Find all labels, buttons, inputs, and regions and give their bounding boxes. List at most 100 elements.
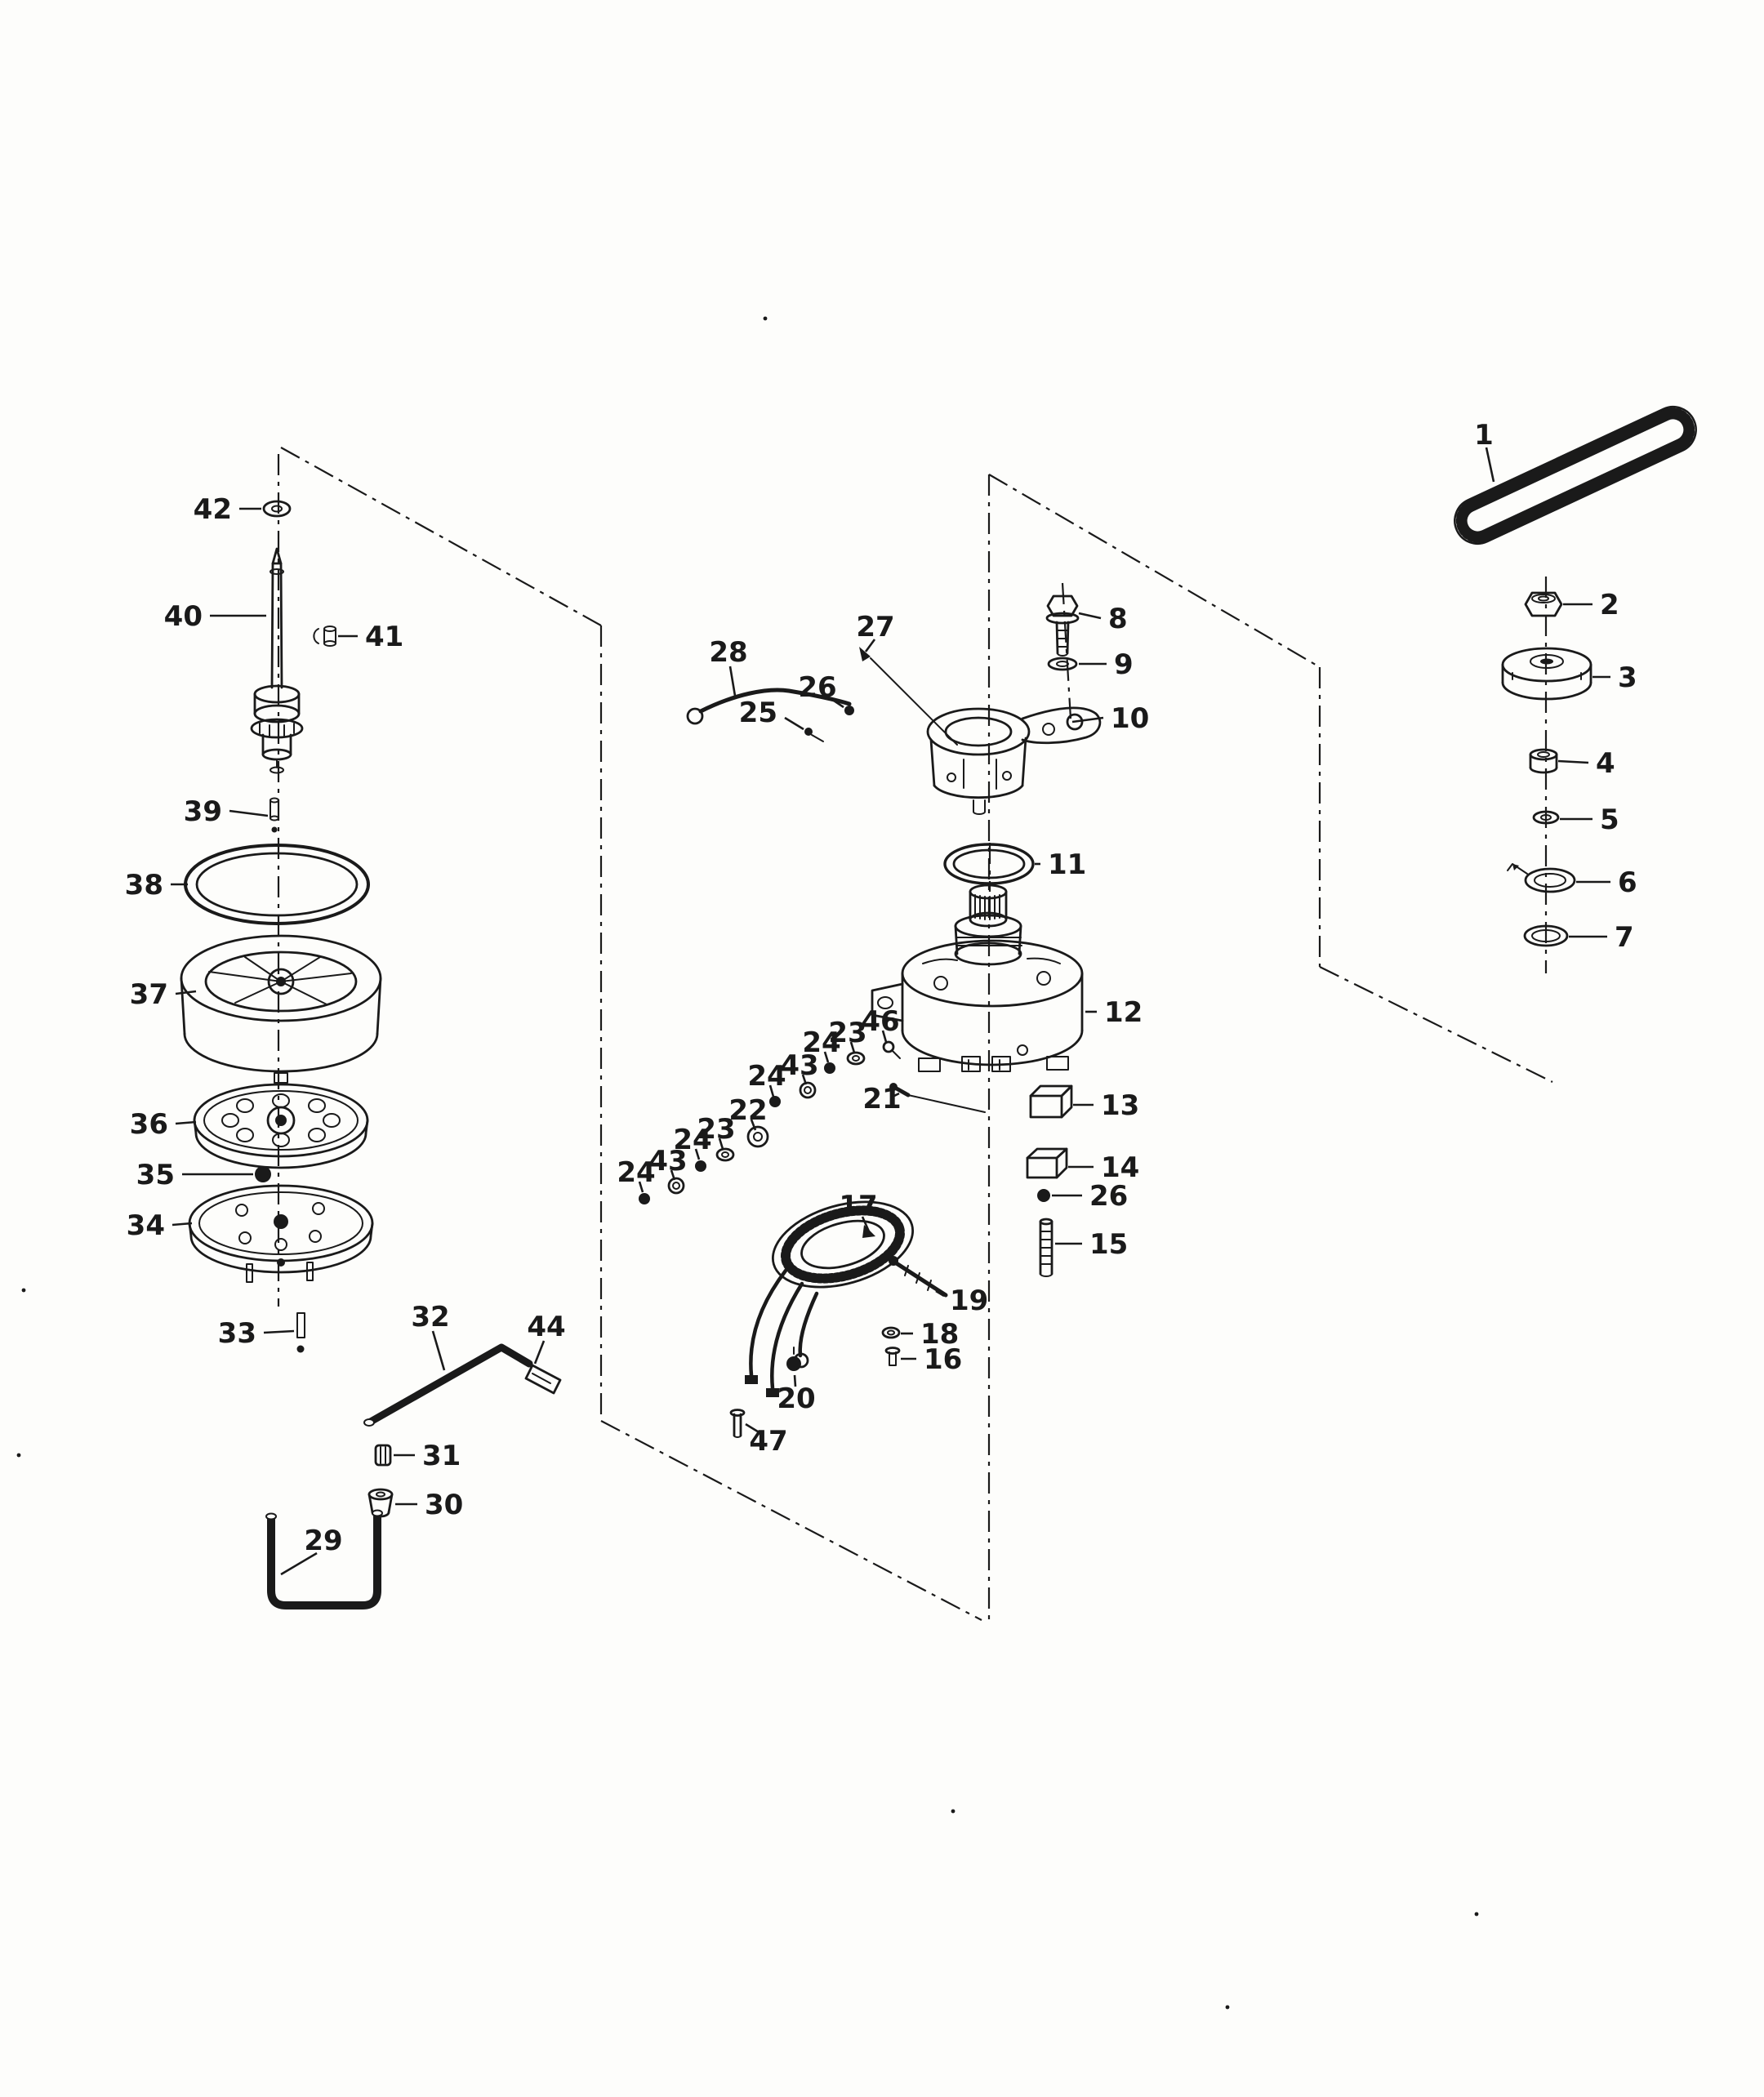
callout-42: 42 [194, 493, 261, 526]
callout-leader-line [670, 1169, 676, 1181]
part-number-label: 24 [673, 1124, 711, 1156]
callout-12: 12 [1085, 996, 1143, 1029]
part-number-label: 19 [950, 1284, 988, 1317]
part-number-label: 12 [1104, 996, 1143, 1029]
callout-3: 3 [1592, 661, 1637, 694]
part-number-label: 3 [1618, 661, 1637, 694]
callout-leader-line [826, 694, 844, 709]
part-number-label: 43 [648, 1145, 687, 1178]
part-6-lock-ring [1507, 863, 1576, 893]
part-33-dowel-pin [296, 1312, 305, 1353]
part-42-washer [262, 500, 292, 518]
part-number-label: 29 [304, 1525, 342, 1557]
callout-24d: 24 [617, 1156, 656, 1193]
callout-5: 5 [1560, 804, 1619, 836]
part-number-label: 38 [125, 869, 163, 902]
callout-2: 2 [1563, 589, 1619, 621]
part-number-label: 24 [617, 1156, 655, 1189]
callout-33: 33 [218, 1317, 295, 1350]
part-number-label: 9 [1114, 648, 1134, 681]
callout-1: 1 [1474, 419, 1495, 483]
part-10-swivel-bracket [926, 706, 1102, 815]
callout-leader-line [935, 1289, 945, 1298]
callout-25: 25 [739, 697, 804, 731]
part-21-pivot-pin [889, 1083, 986, 1113]
part-34-base-plate [188, 1184, 374, 1283]
callout-10: 10 [1071, 702, 1149, 735]
part-number-label: 47 [749, 1425, 787, 1458]
part-number-label: 10 [1111, 702, 1149, 735]
part-number-label: 1 [1474, 419, 1494, 452]
part-number-label: 46 [861, 1005, 899, 1038]
callout-leader-line [728, 666, 737, 697]
callout-24b: 24 [747, 1060, 786, 1097]
callout-9: 9 [1079, 648, 1134, 681]
part-number-label: 42 [194, 493, 232, 526]
callout-37: 37 [130, 978, 197, 1011]
callout-7: 7 [1569, 921, 1634, 954]
part-11-o-ring-seal [943, 843, 1035, 885]
part-27-pin [859, 647, 958, 746]
part-8-hex-bolt [1045, 594, 1080, 657]
callout-29: 29 [280, 1525, 343, 1576]
callout-46: 46 [861, 1005, 900, 1043]
callout-leader-line [172, 1222, 193, 1227]
callout-32: 32 [411, 1301, 450, 1371]
callout-leader-line [750, 1119, 757, 1131]
part-number-label: 32 [411, 1301, 449, 1333]
part-31-clip [374, 1444, 392, 1467]
callout-leader-line [823, 1051, 830, 1063]
part-number-label: 28 [709, 636, 747, 669]
part-35-ball [255, 1166, 271, 1182]
part-44-rod-grip [524, 1364, 562, 1395]
part-number-label: 14 [1101, 1151, 1139, 1184]
part-38-o-ring [184, 844, 370, 925]
callout-leader-line [533, 1340, 546, 1365]
part-29-u-bracket-rod [265, 1509, 383, 1609]
part-7-o-ring [1523, 924, 1569, 947]
callout-leader-line [881, 1030, 888, 1043]
part-14-mount-block [1026, 1147, 1068, 1179]
callout-26a: 26 [798, 671, 844, 709]
callout-leader-line [263, 1329, 295, 1334]
part-number-label: 40 [164, 600, 203, 633]
part-26-ball-upper [844, 706, 854, 715]
part-number-label: 17 [839, 1190, 877, 1222]
callout-leader-line [175, 1120, 197, 1125]
scan-artifact-dots [16, 316, 1479, 2010]
callout-38: 38 [125, 869, 188, 902]
part-number-label: 22 [728, 1094, 767, 1127]
callout-leader-line [280, 1552, 318, 1576]
part-4-spacer-nut [1529, 748, 1558, 774]
callout-47: 47 [745, 1422, 788, 1458]
callout-24c: 24 [673, 1124, 712, 1160]
callout-leader-line [861, 1216, 871, 1232]
callout-19: 19 [935, 1284, 988, 1317]
callout-28: 28 [709, 636, 748, 697]
callout-34: 34 [127, 1209, 193, 1242]
part-12-starter-motor-housing [871, 884, 1084, 1072]
part-number-label: 39 [184, 795, 222, 828]
part-5-washer [1532, 810, 1560, 825]
callout-leader-line [864, 639, 876, 652]
callout-27: 27 [856, 611, 895, 652]
part-number-label: 5 [1600, 804, 1619, 836]
callout-leader-line [745, 1422, 761, 1435]
part-number-label: 23 [697, 1113, 735, 1146]
callout-leader-line [801, 1074, 808, 1085]
callout-14: 14 [1068, 1151, 1139, 1184]
callout-leader-line [229, 809, 269, 817]
callout-18: 18 [901, 1318, 959, 1351]
callout-15: 15 [1055, 1228, 1128, 1261]
part-36-hub-plate [193, 1083, 369, 1169]
part-1-drive-belt [1454, 405, 1697, 545]
part-number-label: 23 [828, 1017, 866, 1049]
callout-31: 31 [394, 1440, 461, 1472]
part-9-washer [1047, 657, 1078, 671]
part-number-label: 16 [924, 1343, 962, 1376]
callout-22: 22 [728, 1094, 768, 1131]
part-number-label: 36 [130, 1108, 168, 1141]
part-number-label: 15 [1089, 1228, 1128, 1261]
part-32-link-rod [363, 1343, 533, 1427]
